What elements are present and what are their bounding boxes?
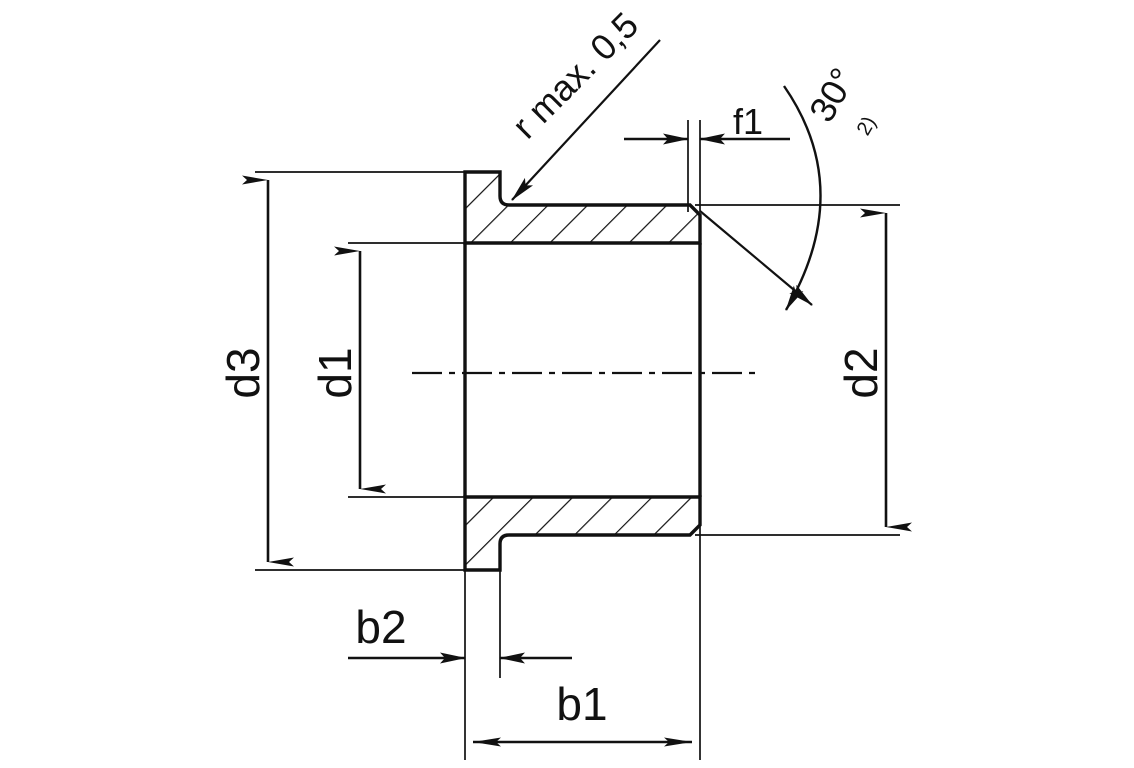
upper-section-hatched (463, 170, 702, 245)
label-angle-footnote: 2) (853, 113, 881, 139)
label-angle-value: 30° (801, 61, 864, 129)
angle-arc (783, 85, 822, 311)
label-b2: b2 (355, 601, 406, 653)
label-d2: d2 (835, 347, 887, 398)
label-d1: d1 (309, 347, 361, 398)
label-b1: b1 (556, 678, 607, 730)
bushing-section-body (463, 170, 702, 572)
dimension-lines (242, 175, 912, 747)
label-f1: f1 (733, 101, 763, 142)
label-d3: d3 (217, 347, 269, 398)
lower-section-hatched (463, 495, 702, 572)
radius-leader-line (511, 39, 661, 201)
label-radius-note: r max. 0,5 (504, 4, 646, 146)
